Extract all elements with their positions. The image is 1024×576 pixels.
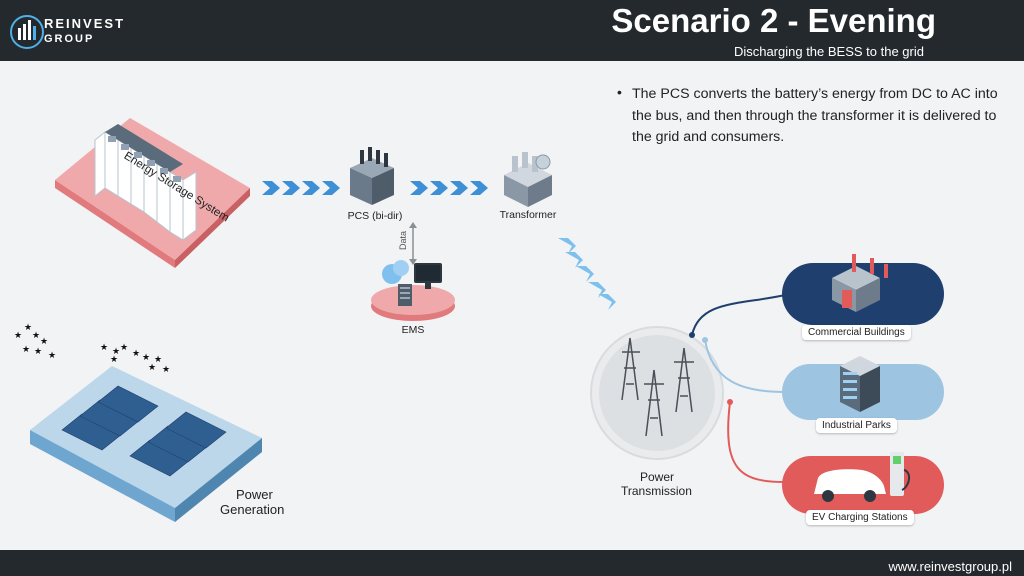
- transmission-label-1: Power: [640, 470, 675, 484]
- transformer-icon: [504, 152, 552, 207]
- power-generation-label-1: Power: [236, 487, 273, 502]
- ev-charging-label: EV Charging Stations: [806, 510, 914, 525]
- page-title: Scenario 2 - Evening: [611, 2, 936, 39]
- line-commercial: [691, 294, 786, 336]
- data-label: Data: [398, 230, 408, 250]
- commercial-buildings-label: Commercial Buildings: [802, 325, 911, 340]
- brand-name: REINVEST: [44, 16, 126, 31]
- svg-text:★: ★: [148, 363, 156, 373]
- bullet-marker: •: [617, 84, 622, 100]
- pcs-label: PCS (bi-dir): [347, 210, 403, 222]
- svg-text:★: ★: [162, 365, 170, 375]
- description-text: The PCS converts the battery’s energy fr…: [632, 86, 998, 145]
- header-bar: [0, 0, 1024, 61]
- svg-text:★: ★: [22, 345, 30, 355]
- svg-text:★: ★: [100, 343, 108, 353]
- svg-text:★: ★: [142, 353, 150, 363]
- flow-arrows-ess-pcs: [262, 181, 340, 195]
- svg-text:★: ★: [110, 355, 118, 365]
- logo-icon: [10, 15, 44, 49]
- ess-illustration: [55, 118, 250, 268]
- svg-text:★: ★: [132, 349, 140, 359]
- line-industrial: [704, 339, 786, 393]
- ev-charging-icon: [814, 452, 910, 502]
- transformer-label: Transformer: [499, 209, 557, 221]
- svg-text:★: ★: [34, 347, 42, 357]
- svg-text:★: ★: [32, 331, 40, 341]
- page-subtitle: Discharging the BESS to the grid: [733, 44, 924, 59]
- svg-text:★: ★: [14, 331, 22, 341]
- night-sky: ★★★ ★★★ ★★★ ★★★ ★★★ ★: [14, 323, 170, 375]
- transmission-label-2: Transmission: [621, 484, 692, 498]
- svg-text:★: ★: [112, 347, 120, 357]
- power-generation-label-2: Generation: [220, 502, 285, 517]
- flow-arrows-pcs-transformer: [410, 181, 488, 195]
- commercial-buildings-icon: [832, 254, 888, 312]
- solar-panels-illustration: [30, 366, 262, 522]
- flow-arrows-transformer-transmission: [558, 238, 616, 310]
- footer-bar: [0, 550, 1024, 576]
- svg-text:★: ★: [154, 355, 162, 365]
- ems-illustration: [371, 260, 455, 321]
- industrial-parks-label: Industrial Parks: [816, 418, 897, 433]
- transmission-illustration: [590, 326, 724, 460]
- svg-text:★: ★: [120, 343, 128, 353]
- line-ev: [727, 401, 786, 483]
- brand-group: GROUP: [44, 33, 95, 45]
- svg-text:★: ★: [40, 337, 48, 347]
- data-link: [409, 222, 417, 265]
- svg-text:★: ★: [48, 351, 56, 361]
- svg-text:★: ★: [24, 323, 32, 333]
- ems-label: EMS: [401, 324, 425, 336]
- website-link[interactable]: www.reinvestgroup.pl: [888, 559, 1012, 574]
- industrial-parks-icon: [840, 356, 880, 412]
- pcs-icon: [350, 147, 394, 205]
